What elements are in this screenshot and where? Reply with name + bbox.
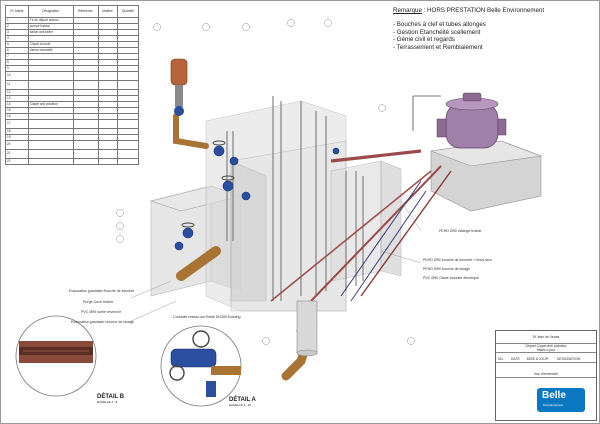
- detail-a-title: DÉTAIL A: [229, 397, 256, 403]
- detail-b-scale: ECHELLE 1 : 8: [97, 400, 118, 404]
- remark-title: Remarque: [393, 7, 422, 14]
- table-cell: [116, 158, 140, 165]
- belle-logo: Belle Environnement: [537, 388, 585, 412]
- table-row: 21: [5, 149, 140, 159]
- label-pvc-gaine: PVC Ø90 Gaine annelée électrique: [423, 276, 480, 280]
- purple-tank: [436, 92, 507, 149]
- title-block: St Jean de Vedas Départ Clapet anti poll…: [495, 330, 597, 421]
- chamber-right: [330, 160, 402, 282]
- detail-a-circle: [160, 325, 242, 407]
- table-row: 22: [5, 158, 140, 165]
- title-block-project-line2: Mises à jour: [536, 347, 556, 352]
- ballon-anti-belier: [170, 58, 188, 116]
- title-block-date: DATE: [510, 357, 520, 361]
- remark-item: - Terrassement et Remblaiement: [393, 43, 483, 51]
- remark-item: - Bouches à clef et tubes allonges: [393, 21, 486, 29]
- logo-tagline: Environnement: [543, 403, 564, 407]
- diagonal-pipes: [270, 149, 452, 302]
- title-block-mise: MISE A JOUR: [526, 357, 549, 361]
- pipe-vertical-large: [296, 300, 318, 357]
- detail-b-caption: DÉTAIL B ECHELLE 1 : 8: [97, 394, 124, 404]
- label-vidange: PEHD Ø90 vidange trottoir: [439, 229, 482, 233]
- title-block-view: Vue d'ensemble: [496, 371, 596, 378]
- table-header-cell: Quantité: [116, 5, 140, 18]
- detail-b-title: DÉTAIL B: [97, 394, 125, 400]
- title-block-no: NO.: [498, 357, 505, 361]
- label-pvc-reservoir: PVC Ø90 sortie réservoir: [81, 310, 121, 314]
- remark-item: - Gestion Etanchéité scellement: [393, 28, 481, 36]
- balloon-markers: [116, 19, 415, 345]
- label-evac-lavage: Evacuation gravitaire bouche de lavage: [71, 320, 134, 324]
- remark-items: - Bouches à clef et tubes allonges- Gest…: [393, 21, 544, 51]
- label-pehd-securite: PEHD Ø90 bouche de sécurité + trous seul: [423, 258, 492, 262]
- title-block-project: Départ Clapet anti pollution Mises à jou…: [496, 344, 596, 353]
- label-conduite: Conduite réseau sur Bride DN300 Existing: [173, 315, 241, 319]
- detail-a-scale: ECHELLE 1 : 15: [229, 403, 252, 407]
- detail-b-circle: [15, 315, 97, 397]
- title-block-designation: DESIGNATION: [556, 357, 581, 361]
- remark-item: - Génie civil et regards: [393, 36, 455, 44]
- label-purge: Purge Cuve trottoir: [83, 300, 114, 304]
- label-pehd-lavage: PEHD Ø90 bouche de lavage: [423, 267, 471, 271]
- logo-name: Belle: [542, 390, 566, 401]
- title-block-project-line1: Départ Clapet anti pollution: [525, 344, 567, 348]
- handwheels: [181, 140, 235, 228]
- title-block-client: St Jean de Vedas: [496, 331, 596, 344]
- remark-block: Remarque : HORS PRESTATION Belle Environ…: [393, 7, 544, 51]
- leader-lines: [130, 200, 422, 322]
- remark-title-rest: : HORS PRESTATION Belle Environnement: [421, 7, 545, 14]
- detail-a-caption: DÉTAIL A ECHELLE 1 : 15: [229, 397, 256, 407]
- title-block-header-row: NO. DATE MISE A JOUR DESIGNATION: [496, 356, 596, 363]
- valves: [174, 145, 340, 251]
- label-evac-securite: Evacuation gravitaire Bouche de sécurité: [69, 289, 135, 293]
